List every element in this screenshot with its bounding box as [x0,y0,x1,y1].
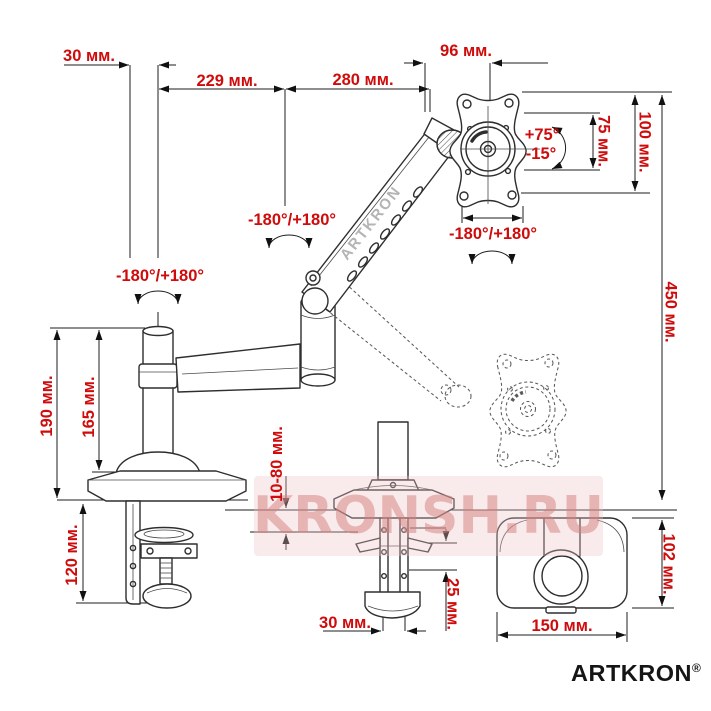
ghost-arm-position [312,271,568,469]
label-base-depth: 102 мм. [659,533,678,595]
pole-rotation-arrow-icon [134,290,182,305]
label-pole-rotation: -180°/+180° [116,266,204,285]
label-clamp-height: 120 мм. [62,524,81,586]
label-lower-arm-reach: 229 мм. [196,71,258,90]
label-base-width: 150 мм. [531,616,593,635]
clamp-knob [142,583,192,609]
spring-slots [346,186,424,282]
registered-trademark-icon: ® [692,661,701,675]
label-tilt-up: +75° [524,125,560,144]
dimension-lines [50,59,677,642]
label-pole-diameter: 30 мм. [63,46,115,65]
label-elbow-rotation: -180°/+180° [248,210,336,229]
grommet-foot [364,591,421,619]
head-rotation-arrow-icon [468,250,516,265]
label-vesa-spacing: 75 мм. [594,115,613,167]
desk-base [87,451,247,502]
lower-arm [175,343,301,393]
elbow-rotation-arrow-icon [265,234,313,249]
pole [138,325,178,457]
label-tilt-down: -15° [525,144,557,163]
desk-clamp [125,500,198,609]
label-grommet-insert-depth: 25 мм. [443,578,462,630]
label-pole-above-desk: 190 мм. [37,375,56,437]
brand-logo: ARTKRON® [571,660,701,687]
label-head-rotation: -180°/+180° [449,224,537,243]
label-upper-arm-reach: 280 мм. [332,70,394,89]
main-side-view [87,92,568,609]
label-pole-above-base: 165 мм. [79,376,98,438]
brand-logo-text: ARTKRON [571,660,692,686]
label-desk-thickness: 10-80 мм. [267,426,286,502]
grommet-mount-view [333,421,455,619]
label-max-height: 450 мм. [661,281,680,343]
label-vesa-plate-height: 100 мм. [635,111,654,173]
base-top-view [496,517,628,614]
label-head-offset: 96 мм. [440,41,492,60]
upper-arm [301,130,454,315]
label-grommet-hole-diameter: 30 мм. [319,613,371,632]
